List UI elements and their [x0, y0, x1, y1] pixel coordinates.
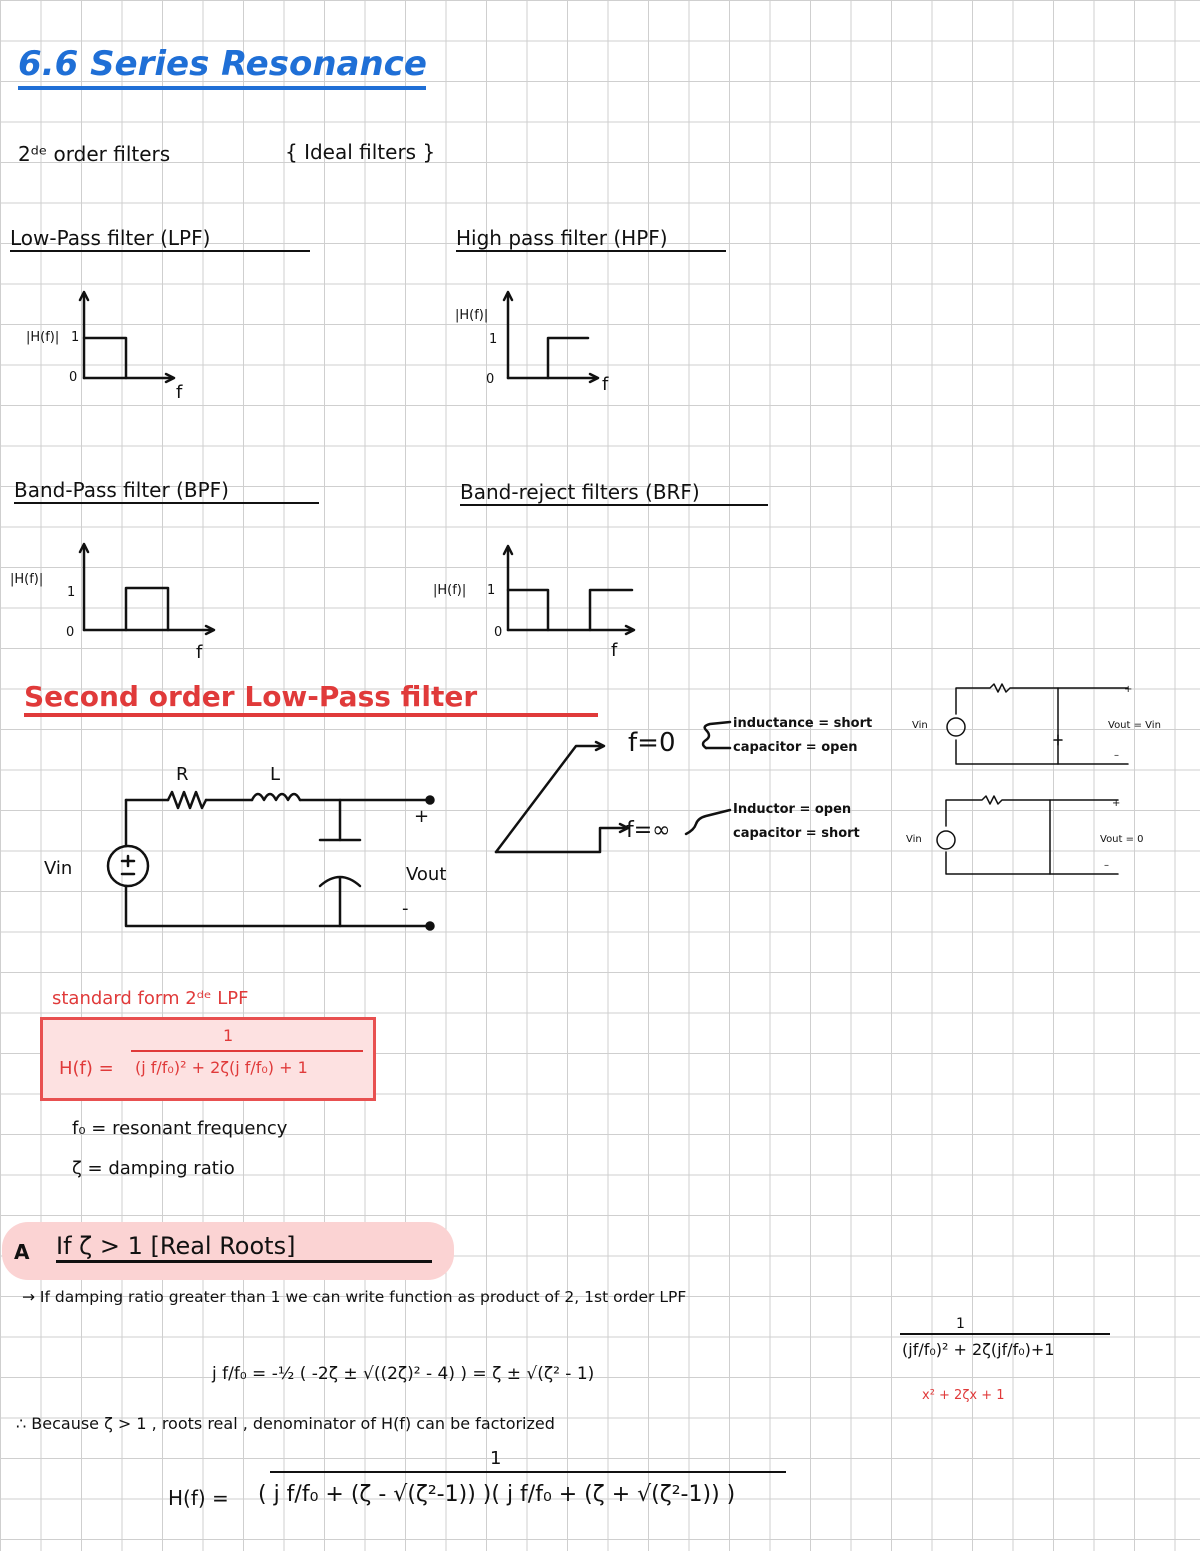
case-a-heading: If ζ > 1 [Real Roots]	[56, 1232, 432, 1263]
case-a-highlight	[2, 1222, 454, 1280]
lpf-plot	[78, 290, 176, 384]
lpf-zero: 0	[69, 370, 78, 385]
lpf-xlabel: f	[176, 382, 183, 403]
circuit-finf	[936, 795, 1119, 875]
standard-form-lhs: H(f) =	[59, 1058, 114, 1079]
case-a-frac-bar	[900, 1333, 1110, 1335]
case-a-because: ∴ Because ζ > 1 , roots real , denominat…	[16, 1414, 555, 1433]
bpf-xlabel: f	[196, 642, 203, 663]
hpf-one: 1	[489, 332, 498, 347]
circuit-f0	[946, 683, 1129, 765]
hpf-ylabel: |H(f)|	[455, 308, 489, 323]
case-a-frac-num: 1	[956, 1316, 965, 1332]
case-a-marker: A	[14, 1240, 30, 1264]
final-num: 1	[490, 1448, 502, 1469]
vout-plus: +	[414, 806, 430, 827]
final-den: ( j f/f₀ + (ζ - √(ζ²-1)) )( j f/f₀ + (ζ …	[258, 1482, 736, 1507]
lpf-one: 1	[71, 330, 80, 345]
case-f0-vout: Vout = Vin	[1108, 720, 1161, 731]
bpf-ylabel: |H(f)|	[10, 572, 44, 587]
case-finf-vin: Vin	[906, 834, 922, 845]
inductor-label: L	[270, 764, 281, 785]
brf-zero: 0	[494, 625, 503, 640]
case-f0-label: f=0	[628, 728, 676, 758]
intro-label: 2ᵈᵉ order filters	[18, 142, 171, 166]
vout-label: Vout	[406, 864, 447, 885]
lpf-circuit	[106, 790, 430, 928]
vout-minus: -	[402, 898, 409, 919]
lpf-ylabel: |H(f)|	[26, 330, 60, 345]
standard-form-fraction-bar	[131, 1050, 363, 1052]
brf-xlabel: f	[611, 640, 618, 661]
standard-form-denominator: (j f/f₀)² + 2ζ(j f/f₀) + 1	[135, 1058, 308, 1077]
case-f0-vin: Vin	[912, 720, 928, 731]
resistor-label: R	[176, 764, 189, 785]
second-order-heading: Second order Low-Pass filter	[24, 680, 598, 717]
brf-heading: Band-reject filters (BRF)	[460, 480, 768, 506]
brf-one: 1	[487, 583, 496, 598]
bpf-plot	[78, 542, 216, 636]
case-a-frac-den: (jf/f₀)² + 2ζ(jf/f₀)+1	[902, 1340, 1055, 1359]
intro-bracket: { Ideal filters }	[285, 140, 436, 164]
def-damping: ζ = damping ratio	[72, 1158, 235, 1179]
small-minus-2: –	[1104, 860, 1109, 871]
bpf-one: 1	[67, 585, 76, 600]
def-resonant: f₀ = resonant frequency	[72, 1118, 288, 1139]
final-lhs: H(f) =	[168, 1486, 229, 1510]
bpf-zero: 0	[66, 625, 75, 640]
case-finf-vout: Vout = 0	[1100, 834, 1144, 845]
hpf-plot	[502, 290, 600, 384]
hpf-xlabel: f	[602, 374, 609, 395]
case-f0-line2: capacitor = open	[733, 740, 858, 755]
brf-plot	[502, 544, 636, 636]
case-a-roots: j f/f₀ = -½ ( -2ζ ± √((2ζ)² - 4) ) = ζ ±…	[212, 1364, 595, 1384]
small-plus-2: +	[1112, 798, 1120, 809]
case-finf-line1: Inductor = open	[733, 802, 852, 817]
case-branches	[494, 720, 732, 854]
final-bar	[270, 1471, 786, 1473]
case-a-line1: → If damping ratio greater than 1 we can…	[22, 1288, 687, 1306]
standard-form-box: H(f) = 1 (j f/f₀)² + 2ζ(j f/f₀) + 1	[40, 1017, 376, 1101]
case-a-red-note: x² + 2ζx + 1	[922, 1388, 1005, 1403]
small-minus-1: –	[1114, 750, 1119, 761]
case-finf-line2: capacitor = short	[733, 826, 860, 841]
case-f0-line1: inductance = short	[733, 716, 873, 731]
standard-form-numerator: 1	[223, 1026, 234, 1045]
hpf-heading: High pass filter (HPF)	[456, 226, 726, 252]
page-title: 6.6 Series Resonance	[18, 44, 427, 90]
hpf-zero: 0	[486, 372, 495, 387]
standard-form-heading: standard form 2ᵈᵉ LPF	[52, 988, 249, 1009]
brf-ylabel: |H(f)|	[433, 583, 467, 598]
small-plus-1: +	[1124, 684, 1132, 695]
bpf-heading: Band-Pass filter (BPF)	[14, 478, 319, 504]
vin-label: Vin	[44, 858, 73, 879]
lpf-heading: Low-Pass filter (LPF)	[10, 226, 310, 252]
case-finf-label: f=∞	[626, 818, 671, 843]
